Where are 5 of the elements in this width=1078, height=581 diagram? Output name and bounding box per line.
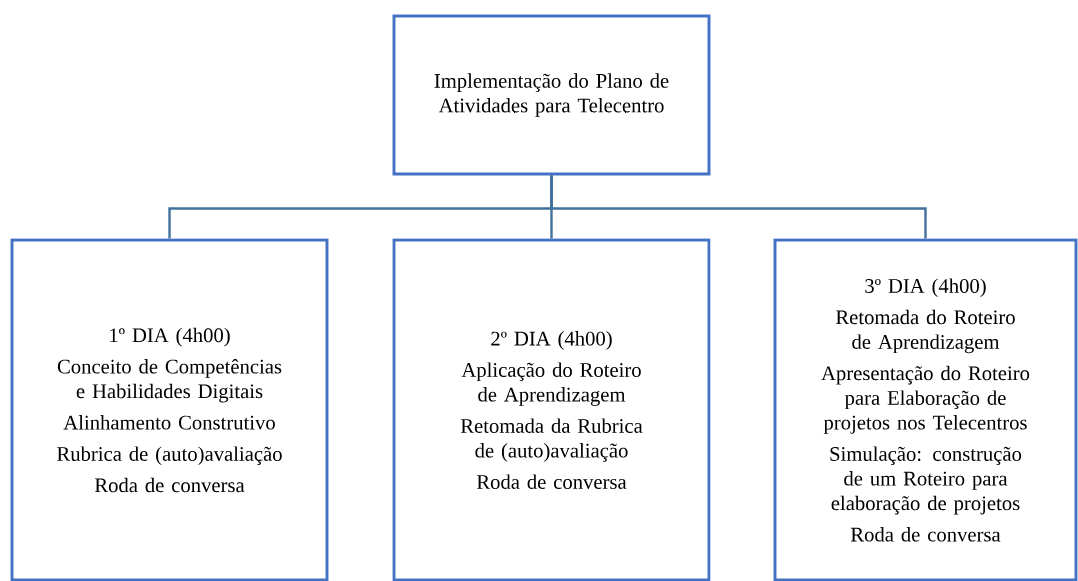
- text-box: 1º DIA (4h00) Conceito de Competências e Habilidades Digitais Alinhamento Construtivo Rubrica de (auto)avaliação Roda de conversa: [10, 238, 329, 581]
- text-box: Implementação do Plano de Atividades para Telecentro: [392, 14, 711, 176]
- text-box: 3º DIA (4h00) Retomada do Roteiro de Aprendizagem Apresentação do Roteiro para Elaboração de projetos nos Telecentros Simulação: construção de um Roteiro para elaboração de projetos Roda de conversa: [773, 238, 1078, 581]
- text-box: 2º DIA (4h00) Aplicação do Roteiro de Aprendizagem Retomada da Rubrica de (auto)avaliação Roda de conversa: [392, 238, 711, 581]
- connector-line: [550, 175, 927, 239]
